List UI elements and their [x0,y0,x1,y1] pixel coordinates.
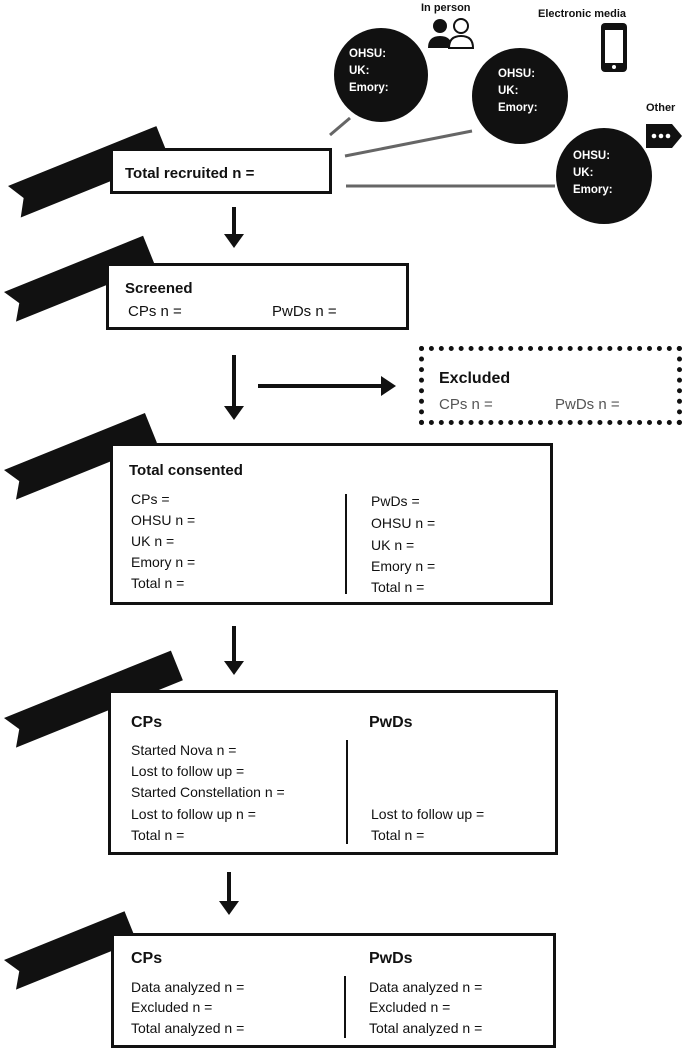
in-person-icon [428,18,475,49]
excluded-box: Excluded CPs n = PwDs n = [419,346,682,425]
participation-left-4: Total n = [131,827,185,843]
circle-line: OHSU: [498,68,536,80]
banner-participation [4,650,183,748]
participation-right-0: Lost to follow up = [371,806,485,822]
analysis-left-1: Excluded n = [131,999,213,1015]
analysis-left-2: Total analyzed n = [131,1020,245,1036]
participation-left-3: Lost to follow up n = [131,806,256,822]
banner-eligibility [4,235,156,322]
consented-right-3: Emory n = [371,558,436,574]
circle-line: UK: [573,167,594,179]
circle-line: Emory: [498,102,538,114]
total-recruited-text: Total recruited n = [125,165,255,182]
electronic-media-circle: OHSU: UK: Emory: [472,48,568,144]
column-divider [344,976,346,1038]
consented-left-3: Emory n = [131,554,196,570]
other-circle: OHSU: UK: Emory: [556,128,652,224]
analysis-pwds-title: PwDs [369,950,413,967]
column-divider [345,494,347,594]
excluded-cps: CPs n = [439,396,493,413]
analysis-right-0: Data analyzed n = [369,979,483,995]
analysis-box: CPs PwDs Data analyzed n = Excluded n = … [111,933,556,1048]
circle-line: OHSU: [573,150,611,162]
participation-left-0: Started Nova n = [131,742,237,758]
excluded-pwds: PwDs n = [555,396,620,413]
banner-enrollment [4,413,157,500]
participation-right-1: Total n = [371,827,425,843]
arrow-particip-to-analysis [219,872,239,915]
total-recruited-box: Total recruited n = [110,148,332,194]
participation-cps-title: CPs [131,714,163,731]
excluded-title: Excluded [439,370,511,387]
circle-line: UK: [498,85,519,97]
consented-left-1: OHSU n = [131,512,196,528]
consented-left-2: UK n = [131,533,175,549]
total-consented-box: Total consented CPs = OHSU n = UK n = Em… [110,443,553,605]
arrow-recruit-to-elig [224,207,244,248]
circle-line: OHSU: [349,48,387,60]
consented-left-0: CPs = [131,491,170,507]
arrow-elig-to-enroll [224,355,244,420]
consented-right-1: OHSU n = [371,515,436,531]
screened-pwds: PwDs n = [272,303,337,320]
in-person-circle: OHSU: UK: Emory: [334,28,428,122]
consented-right-2: UK n = [371,537,415,553]
consented-left-4: Total n = [131,575,185,591]
other-label: Other [646,102,676,114]
more-icon [646,124,682,148]
circle-line: Emory: [573,184,613,196]
participation-box: CPs PwDs Started Nova n = Lost to follow… [108,690,558,855]
analysis-cps-title: CPs [131,950,163,967]
screened-box: Screened CPs n = PwDs n = [106,263,409,330]
participation-left-2: Started Constellation n = [131,784,285,800]
circle-line: Emory: [349,82,389,94]
phone-icon [601,23,627,72]
column-divider [346,740,348,844]
consented-right-4: Total n = [371,579,425,595]
arrow-enroll-to-particip [224,626,244,675]
arrow-to-excluded [258,376,396,396]
in-person-label: In person [421,2,471,14]
participation-left-1: Lost to follow up = [131,763,245,779]
analysis-left-0: Data analyzed n = [131,979,245,995]
screened-cps: CPs n = [128,303,182,320]
analysis-right-1: Excluded n = [369,999,451,1015]
electronic-media-label: Electronic media [538,8,627,20]
participation-pwds-title: PwDs [369,714,413,731]
analysis-right-2: Total analyzed n = [369,1020,483,1036]
consented-title: Total consented [129,462,243,479]
circle-line: UK: [349,65,370,77]
consented-right-0: PwDs = [371,493,420,509]
connector-electronic [344,129,473,158]
banner-analysis [4,911,137,990]
screened-title: Screened [125,280,193,297]
connector-in-person [329,116,351,137]
